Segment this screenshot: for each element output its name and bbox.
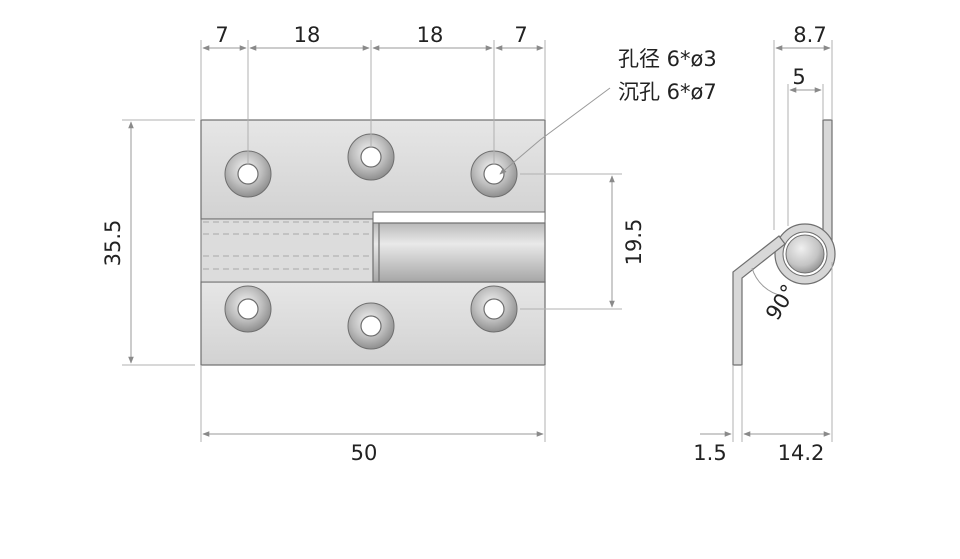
left-knuckle — [200, 218, 374, 283]
dim-side-inner: 5 — [792, 65, 805, 89]
pin-barrel — [372, 222, 546, 283]
side-pin — [785, 234, 825, 274]
dim-top-4: 7 — [514, 23, 527, 47]
dim-top-3: 18 — [417, 23, 444, 47]
dim-height: 35.5 — [101, 220, 125, 267]
dim-width: 50 — [351, 441, 378, 465]
hole-note-line2: 沉孔 6*ø7 — [618, 80, 717, 104]
dim-top-1: 7 — [215, 23, 228, 47]
dim-angle: 90° — [761, 280, 801, 324]
slot-gap — [372, 211, 546, 224]
dim-thickness: 1.5 — [693, 441, 726, 465]
dim-side-outer: 8.7 — [793, 23, 826, 47]
hole-note-leader — [499, 87, 611, 175]
hole-note-line1: 孔径 6*ø3 — [618, 47, 717, 71]
front-view: 7 18 18 7 35.5 19.5 50 孔径 6*ø3 沉孔 6*ø7 — [101, 23, 717, 465]
dim-pin-height: 19.5 — [622, 219, 646, 266]
dim-depth: 14.2 — [778, 441, 825, 465]
countersunk-hole — [224, 150, 272, 198]
countersunk-hole — [347, 133, 395, 181]
side-view: 8.7 5 90° 1.5 14.2 — [693, 23, 836, 465]
countersunk-hole — [470, 285, 518, 333]
dim-top-2: 18 — [294, 23, 321, 47]
countersunk-hole — [347, 302, 395, 350]
countersunk-hole — [470, 150, 518, 198]
countersunk-hole — [224, 285, 272, 333]
angle-arc — [751, 267, 784, 297]
